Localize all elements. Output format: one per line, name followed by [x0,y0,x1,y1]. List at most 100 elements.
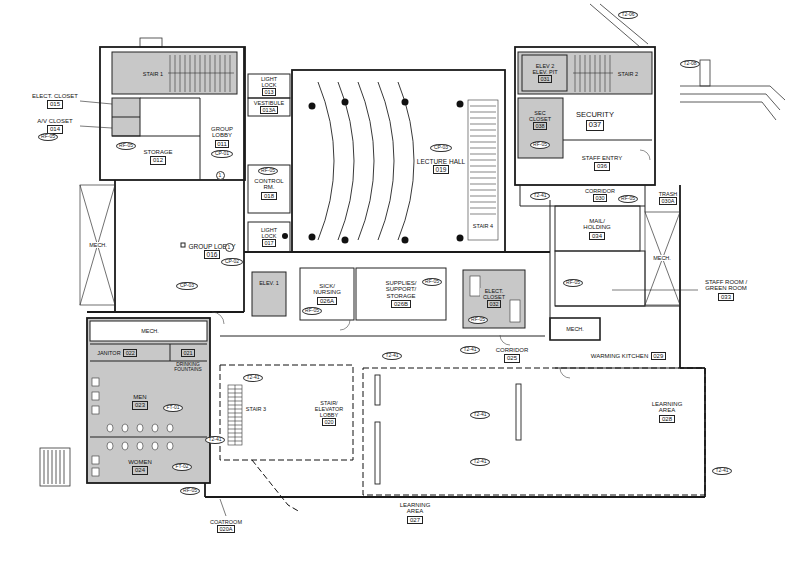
finish-tag: RF-05 [302,307,323,316]
room-number: 022 [123,349,137,357]
seating-rows [338,82,354,240]
room-label: CONTROL RM.018 [252,178,287,200]
room-name: STAIR 4 [472,223,493,229]
partition [248,74,290,98]
room-name: ELEV. 1 [259,280,280,286]
partition [520,185,521,206]
partition [555,306,680,307]
stair-treads [190,55,191,92]
room-number: 033 [718,293,733,302]
stair-treads [168,73,234,74]
room-label: STAIR 3 [245,406,266,412]
room-name: STAIR 1 [142,71,163,77]
room-label: SECURITY037 [576,111,615,130]
stair-treads [195,55,196,92]
partition [90,52,680,437]
entrance-steps [140,38,162,47]
plumbing-fixture [107,424,113,432]
plumbing-fixture [122,424,128,432]
stair-treads [168,55,613,445]
interior-wall [375,375,380,405]
room-label: MECH. [566,326,585,332]
leader-line [80,101,698,516]
stair-treads [470,118,496,119]
room-name: SUPPLIES/ SUPPORT/ STORAGE [381,280,422,300]
room-label: GROUP LOBBY011 [207,126,238,148]
stair-treads [225,55,226,92]
stair-treads [470,214,496,215]
finish-tag: T2-41 [460,346,480,355]
room-name: MECH. [141,328,160,334]
finish-tag: T2-41 [712,467,732,476]
stair-treads [610,55,611,92]
leader-line [612,290,698,291]
room-label: LIGHT LOCK013 [258,76,281,97]
stair-treads [185,55,186,92]
room-name: SEC CLOSET [528,110,553,122]
wall [205,496,705,498]
plumbing-fixture [137,442,143,450]
room-name: A/V CLOSET [37,118,73,125]
finish-tag: T2-41 [382,352,402,361]
finish-tag: CP-02 [221,258,242,267]
plumbing-fixture [152,424,158,432]
finish-tag: CP-01 [211,150,232,159]
partition [200,98,201,180]
room-label: ELECT. CLOSET032 [480,288,509,309]
stair-treads [470,190,496,191]
mechanical-hatch [645,212,680,305]
room-label: LECTURE HALL019 [416,158,465,175]
room-name: LEARNING AREA [648,401,687,414]
room-label: A/V CLOSET014 [37,118,73,134]
leader-line [80,101,112,104]
room-name: CONTROL RM. [252,178,287,191]
partition [140,98,200,99]
partition [522,55,567,91]
stair-treads [470,148,496,149]
mechanical-hatch [80,185,115,305]
finish-tag: RF-05 [258,167,279,176]
room-name: JANITOR [97,350,121,356]
partition [555,251,645,306]
room-number: 026A [317,297,336,306]
stair-treads [215,55,216,92]
wall [243,47,245,312]
area-boundary [220,365,705,512]
partition [90,344,207,345]
wall [515,47,655,185]
stair-treads [580,55,581,92]
stair-treads [595,55,596,92]
plumbing-fixture [92,456,99,464]
callout-number: 1 [216,171,225,180]
mechanical-hatch [645,212,680,305]
finish-tag: T2-08 [680,60,700,69]
stair-treads [605,55,606,92]
room-number: 012 [150,156,165,165]
room-fill [87,52,652,483]
stair-treads [470,142,496,143]
seating-rows [318,82,414,240]
stair-treads [470,160,496,161]
stair-treads [180,55,181,92]
partition [90,321,207,341]
column [309,103,316,110]
stair-treads [470,124,496,125]
partition [90,437,207,438]
door-swing [560,368,570,378]
plumbing-fixture [470,276,480,296]
stair-treads [573,73,613,74]
partition [463,270,525,328]
room-name: MEN [133,394,147,401]
stair-treads [470,172,496,173]
column [342,237,349,244]
room-fill [112,52,237,94]
stair-treads [590,55,591,92]
stair-treads [470,136,496,137]
finish-tag: T2-41 [470,458,490,467]
entrance-steps [590,4,640,47]
column [402,99,409,106]
entrance-steps [40,448,70,486]
partition [645,185,646,212]
room-number: 031 [538,75,552,83]
room-name: STAFF ENTRY [581,155,622,162]
